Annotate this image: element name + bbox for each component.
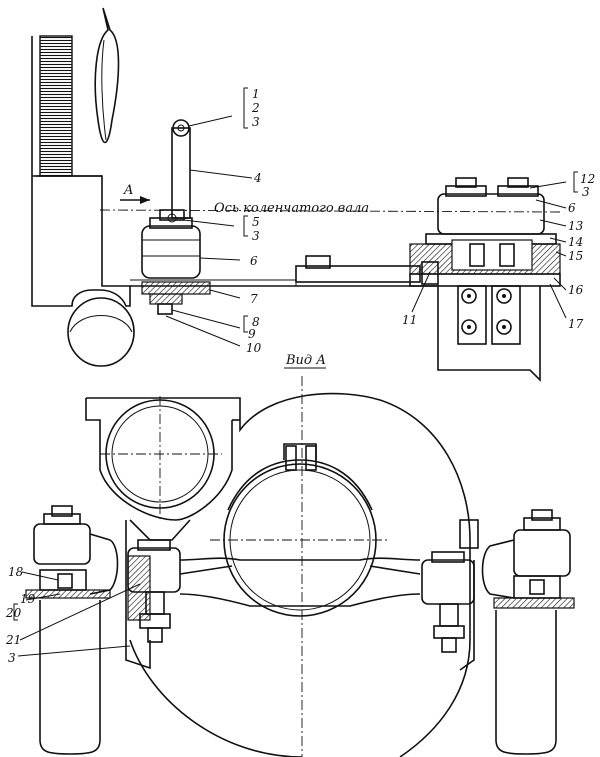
label-8: 8: [252, 315, 260, 329]
label-3a: 3: [252, 115, 260, 129]
view-label: Вид А: [285, 353, 326, 368]
label-3b: 3: [252, 229, 260, 243]
crankshaft-axis-line: [99, 209, 561, 213]
label-11: 11: [402, 313, 417, 327]
label-2: 2: [251, 101, 260, 115]
radiator-fins: [39, 35, 73, 177]
label-16: 16: [568, 283, 584, 297]
label-3c: 3: [582, 185, 590, 199]
arrow-label: A: [123, 183, 133, 198]
label-4: 4: [253, 171, 262, 185]
right-outer-mount: [513, 529, 571, 577]
label-12: 12: [580, 172, 595, 186]
axis-label: Ось коленчатого вала: [214, 201, 369, 216]
label-1: 1: [252, 87, 260, 101]
label-13: 13: [568, 219, 584, 233]
rod-4: [171, 127, 191, 219]
engine-bracket-right: [437, 286, 541, 382]
label-9: 9: [248, 327, 256, 341]
right-mount-upper: [437, 193, 545, 235]
label-21: 21: [5, 633, 21, 647]
cross-frame: [179, 557, 421, 561]
left-rubber-mount: [141, 225, 201, 279]
label-18: 18: [8, 565, 24, 579]
label-19: 19: [20, 592, 36, 606]
label-10: 10: [246, 341, 262, 355]
label-3d: 3: [8, 651, 16, 665]
right-canister: [495, 610, 557, 755]
top-view: [31, 7, 578, 382]
engine-housing: [31, 36, 131, 307]
label-5: 5: [252, 215, 260, 229]
label-15: 15: [568, 249, 583, 263]
left-canister: [39, 600, 101, 755]
left-outer-mount: [33, 523, 91, 565]
label-20: 20: [5, 606, 22, 620]
crankcase-housing: [86, 392, 471, 757]
label-6b: 6: [568, 201, 576, 215]
label-7: 7: [250, 292, 258, 306]
view-a: [13, 376, 575, 757]
label-6a: 6: [250, 254, 258, 268]
wheel: [67, 297, 135, 367]
right-damper: [421, 559, 475, 605]
label-17: 17: [568, 317, 584, 331]
label-14: 14: [568, 235, 583, 249]
fan-blade: [94, 7, 120, 144]
